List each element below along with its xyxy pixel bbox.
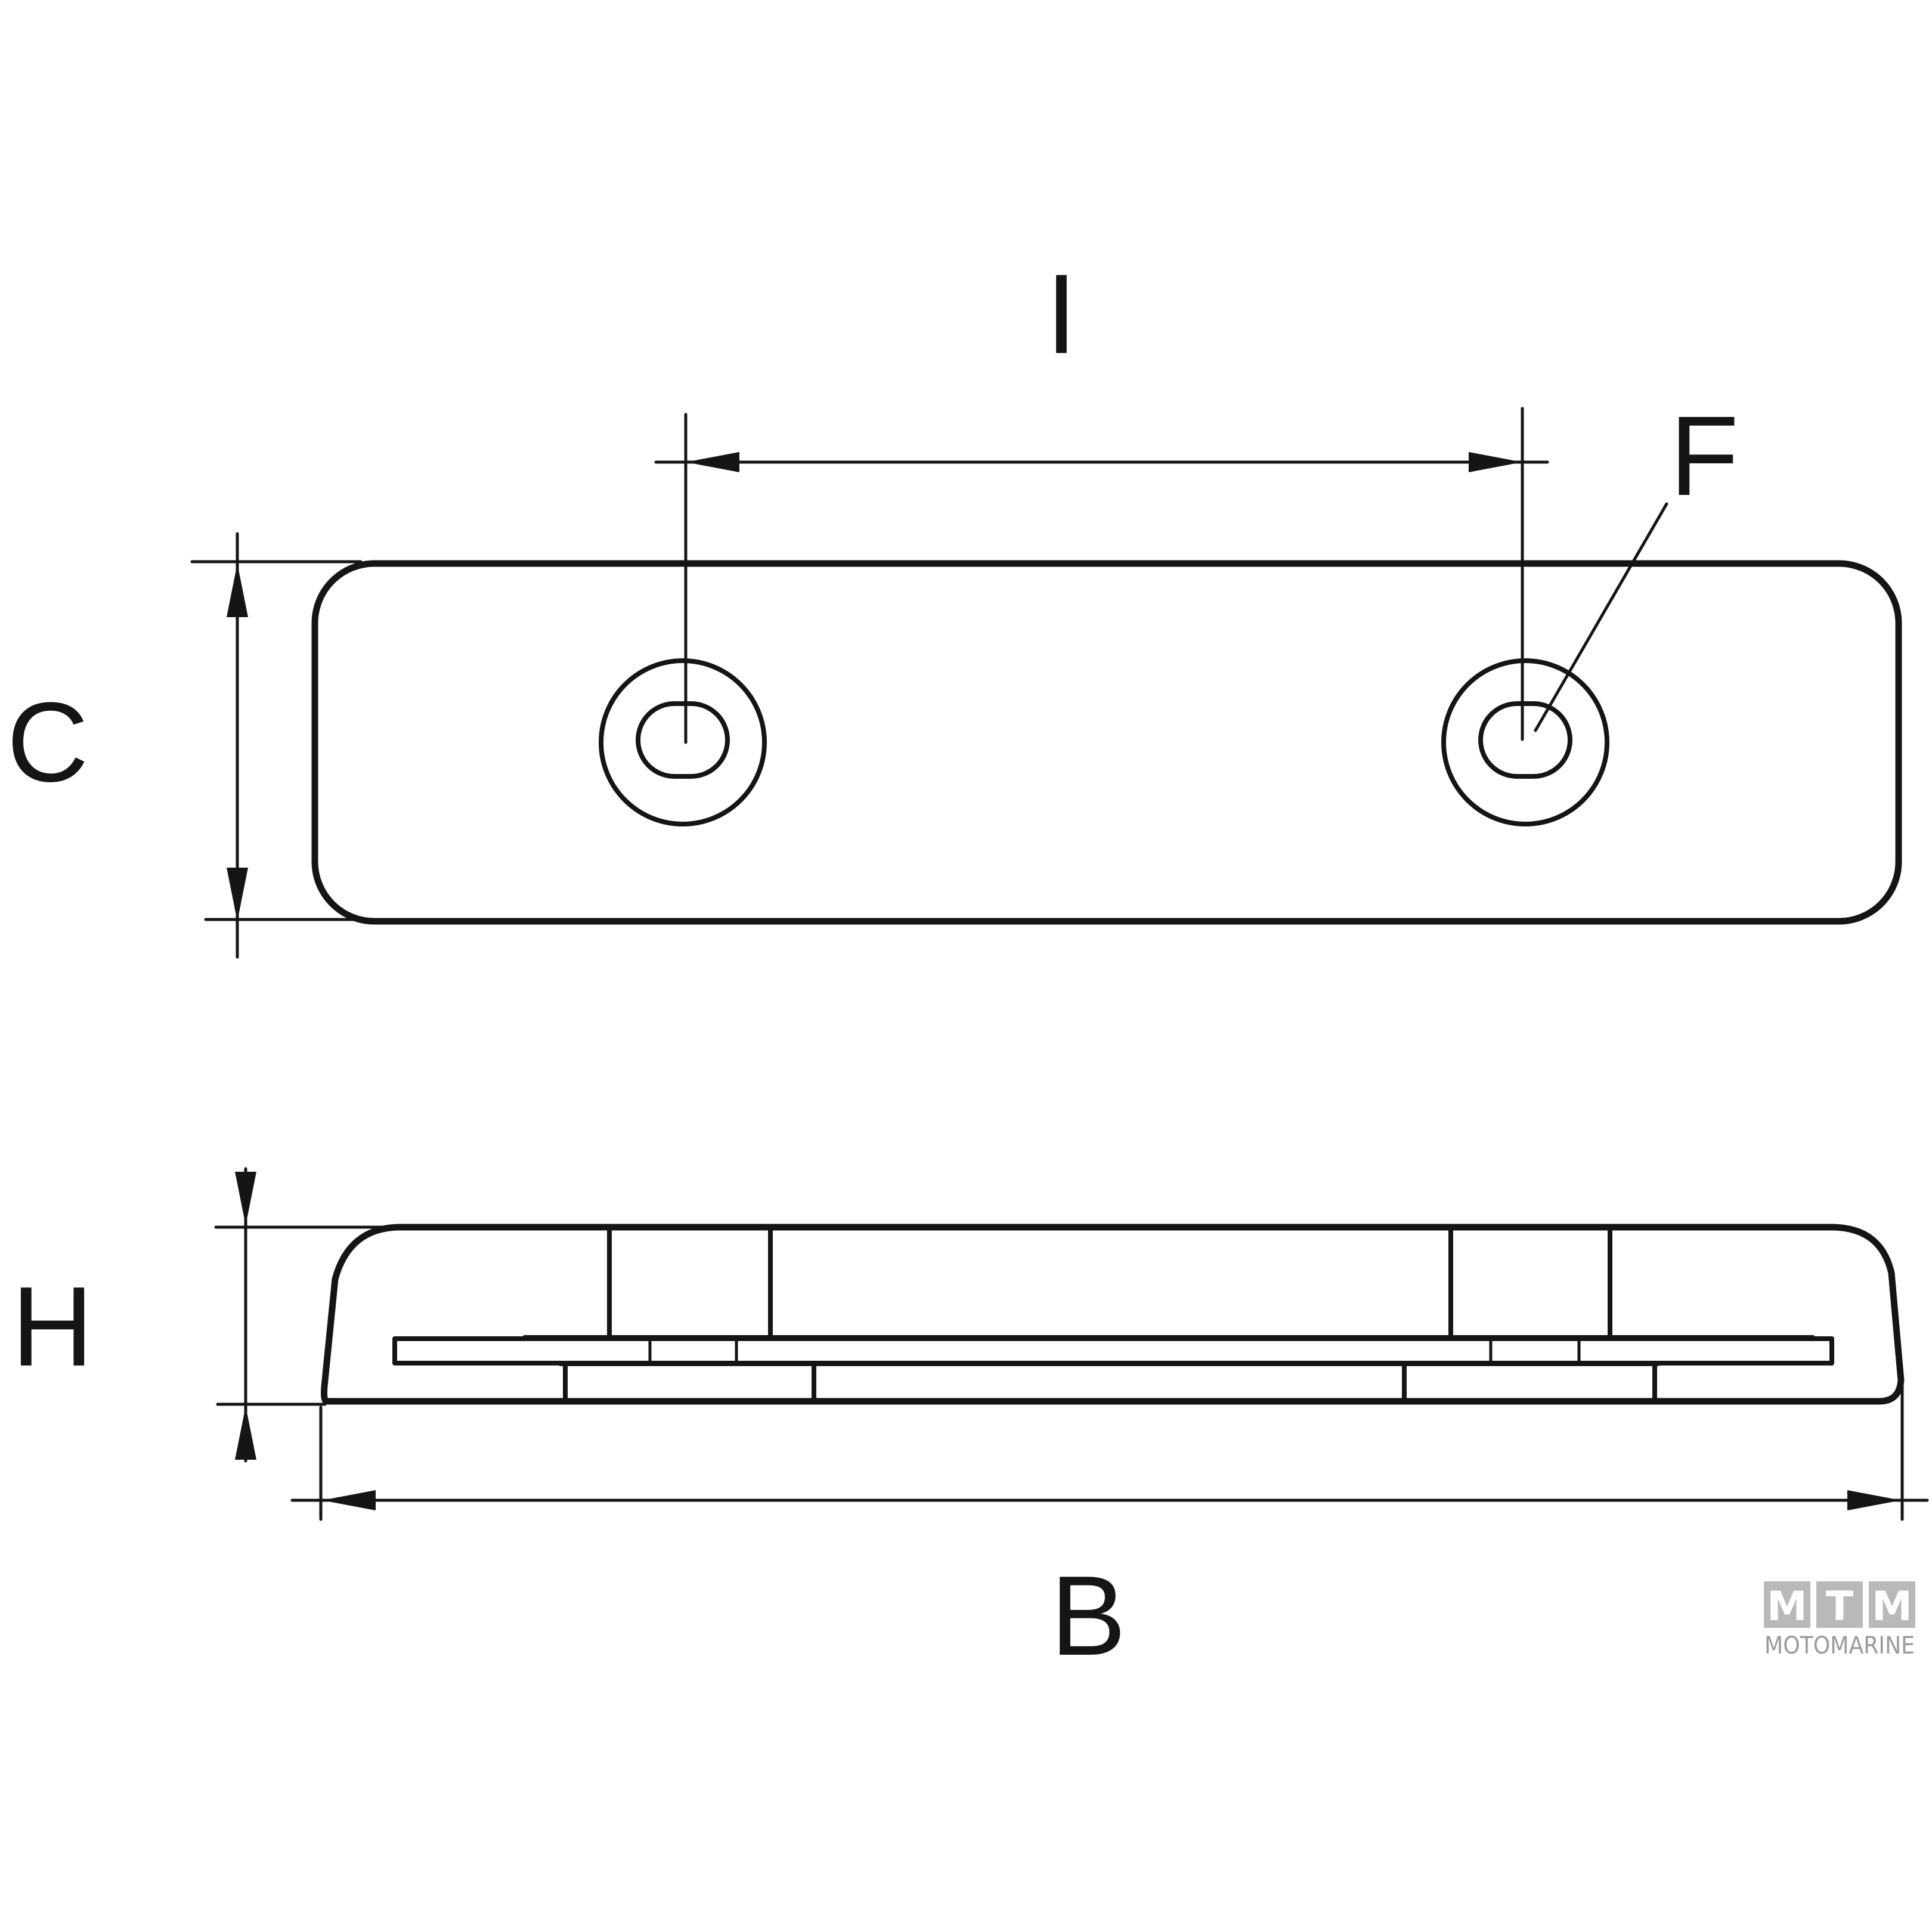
hole-spacing-dimension: I	[654, 251, 1549, 472]
length-arrow-right	[1847, 1490, 1901, 1510]
hole-spacing-arrow-right	[1469, 452, 1522, 472]
hole-spacing-arrow-left	[686, 452, 739, 472]
logo-box-1	[1764, 1581, 1810, 1628]
logo-letter-3: M	[1872, 1583, 1912, 1630]
hole-label: F	[1670, 393, 1739, 519]
logo-letter-1: M	[1767, 1583, 1807, 1630]
right-hole-slot	[1478, 701, 1572, 779]
height-label: H	[11, 1264, 93, 1390]
width-dimension: C	[7, 532, 363, 959]
hole-leader-line	[1534, 502, 1668, 732]
width-arrow-top	[227, 564, 248, 617]
width-label: C	[7, 679, 88, 806]
top-view	[311, 407, 1902, 925]
length-dimension: B	[290, 1382, 1929, 1679]
height-arrow-top	[235, 1172, 256, 1225]
left-hole-outer-ring	[599, 658, 767, 826]
hole-leader: F	[1534, 393, 1739, 732]
height-arrow-bottom	[235, 1406, 256, 1460]
logo-brand-text: MOTOMARINE	[1764, 1632, 1915, 1659]
logo-box-2	[1816, 1581, 1863, 1628]
logo-box-3	[1869, 1581, 1915, 1628]
side-view-inner-strip	[392, 1336, 1834, 1366]
logo-letter-2: T	[1826, 1583, 1854, 1630]
width-arrow-bottom	[227, 868, 248, 921]
side-view-outline	[321, 1224, 1905, 1405]
side-view	[321, 1224, 1905, 1405]
top-view-plate-outline	[311, 560, 1902, 925]
motomarine-logo: M T M MOTOMARINE	[1764, 1581, 1915, 1659]
length-label: B	[1051, 1553, 1126, 1679]
height-dimension: H	[11, 1167, 383, 1463]
hole-spacing-label: I	[1046, 251, 1078, 377]
right-hole-outer-ring	[1441, 658, 1609, 826]
left-hole-slot	[636, 701, 730, 779]
length-arrow-left	[322, 1490, 376, 1510]
